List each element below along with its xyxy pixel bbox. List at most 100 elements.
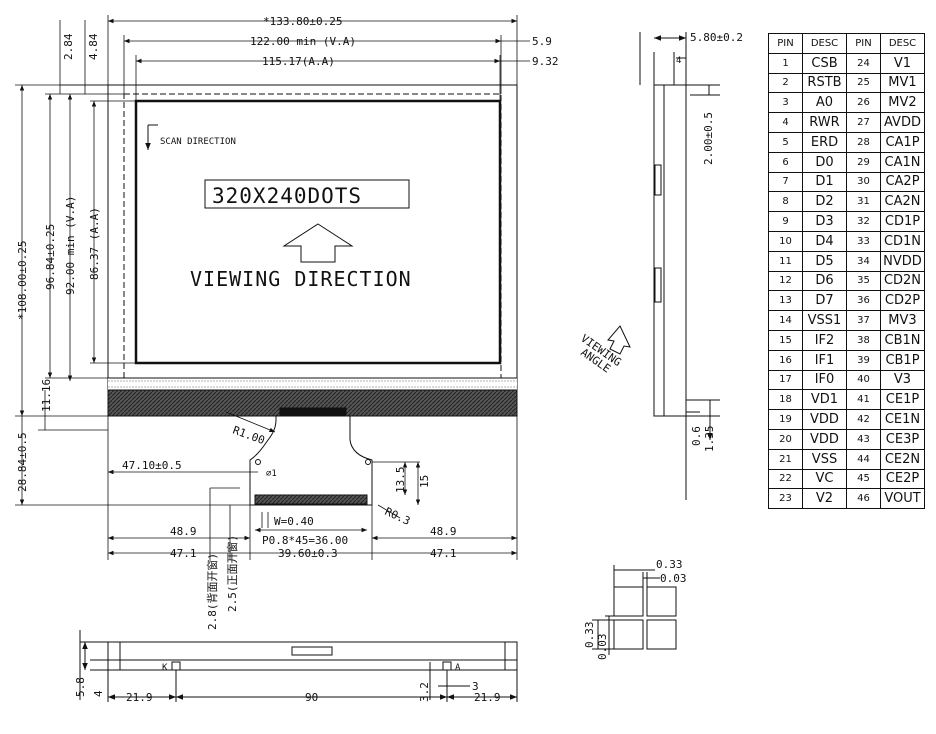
fpc-hole-left — [255, 459, 261, 465]
pin-number: 30 — [846, 171, 881, 193]
pin-number: 21 — [768, 448, 803, 470]
pin-number: 35 — [846, 270, 881, 292]
label-terminal-k: K — [162, 663, 168, 673]
pin-desc: D3 — [802, 211, 847, 232]
pin-desc: CA1N — [880, 151, 925, 173]
pin-desc: CD1P — [880, 211, 925, 232]
dim-overall-width: *133.80±0.25 — [263, 15, 342, 28]
label-terminal-a: A — [455, 663, 461, 673]
pin-desc: V2 — [802, 488, 847, 510]
dim-height-9684: 96.84±0.25 — [44, 224, 57, 290]
note-back-window: 2.8(背面开窗) — [205, 553, 219, 630]
dim-right-offset-aa: 9.32 — [532, 55, 559, 68]
pin-number: 40 — [846, 369, 881, 391]
dim-bottom-32: 3.2 — [418, 682, 431, 702]
pin-desc: VD1 — [802, 389, 847, 411]
pin-desc: CA2N — [880, 191, 925, 213]
pin-desc: MV1 — [880, 72, 925, 94]
pin-number: 43 — [846, 428, 881, 450]
pin-number: 4 — [768, 112, 803, 133]
dim-bottom-band: 11.16 — [40, 379, 53, 412]
pin-desc: CE1N — [880, 409, 925, 430]
dim-right-48: 48.9 — [430, 525, 457, 538]
pin-number: 24 — [846, 52, 881, 74]
dim-right-47: 47.1 — [430, 547, 457, 560]
pin-number: 42 — [846, 409, 881, 430]
pin-number: 15 — [768, 329, 803, 351]
header-desc-1: DESC — [802, 33, 847, 54]
pin-desc: CB1N — [880, 329, 925, 351]
pin-number: 14 — [768, 310, 803, 331]
pin-number: 31 — [846, 191, 881, 213]
viewing-angle-arrow — [607, 325, 631, 355]
dim-fpc-h1: 13.5 — [394, 467, 407, 494]
pin-number: 8 — [768, 191, 803, 213]
pin-desc: IF1 — [802, 349, 847, 371]
pin-desc: RWR — [802, 112, 847, 133]
dim-total-height: 28.84±0.5 — [16, 432, 29, 492]
side-body — [653, 84, 687, 417]
front-dimension-lines — [15, 15, 530, 560]
pin-number: 23 — [768, 488, 803, 510]
pin-number: 19 — [768, 409, 803, 430]
pin-desc: CE1P — [880, 389, 925, 411]
pin-desc: VOUT — [880, 488, 925, 510]
fpc-pins — [254, 494, 368, 505]
dim-side-200: 2.00±0.5 — [702, 112, 715, 165]
pin-number: 33 — [846, 230, 881, 252]
pin-desc: AVDD — [880, 112, 925, 133]
dim-va-width: 122.00 min (V.A) — [250, 35, 356, 48]
header-pin-1: PIN — [768, 33, 803, 54]
pin-desc: CA2P — [880, 171, 925, 193]
viewing-direction-arrow — [282, 223, 354, 263]
dim-radius-2: R0.3 — [383, 505, 413, 528]
terminal-a — [442, 661, 452, 671]
pin-desc: VDD — [802, 428, 847, 450]
pad-detail — [592, 565, 677, 655]
pin-number: 20 — [768, 428, 803, 450]
pin-desc: CE2P — [880, 468, 925, 490]
dim-va-height: 92.00 min (V.A) — [64, 196, 77, 295]
dim-bottom-90: 90 — [305, 691, 318, 704]
header-pin-2: PIN — [846, 33, 881, 54]
header-desc-2: DESC — [880, 33, 925, 54]
dim-left-offset-1: 2.84 — [62, 33, 75, 60]
pin-desc: A0 — [802, 92, 847, 114]
pin-desc: VC — [802, 468, 847, 490]
pin-desc: D1 — [802, 171, 847, 193]
dim-pitch: P0.8*45=36.00 — [262, 534, 348, 547]
note-front-window: 2.5(正面开窗) — [225, 535, 239, 612]
fpc-hole-right — [365, 459, 371, 465]
pin-desc: IF2 — [802, 329, 847, 351]
dim-aa-width: 115.17(A.A) — [262, 55, 335, 68]
pin-number: 3 — [768, 92, 803, 114]
pin-number: 9 — [768, 211, 803, 232]
pin-desc: CD1N — [880, 230, 925, 252]
pin-desc: RSTB — [802, 72, 847, 94]
dim-bottom-219-left: 21.9 — [126, 691, 153, 704]
dim-left-47: 47.1 — [170, 547, 197, 560]
pin-number: 13 — [768, 290, 803, 312]
pin-number: 29 — [846, 151, 881, 173]
label-scan-direction: SCAN DIRECTION — [160, 137, 236, 147]
pin-desc: D6 — [802, 270, 847, 292]
pin-number: 36 — [846, 290, 881, 312]
dim-left-offset-2: 4.84 — [87, 33, 100, 60]
dots-box — [204, 179, 410, 209]
pin-number: 37 — [846, 310, 881, 331]
